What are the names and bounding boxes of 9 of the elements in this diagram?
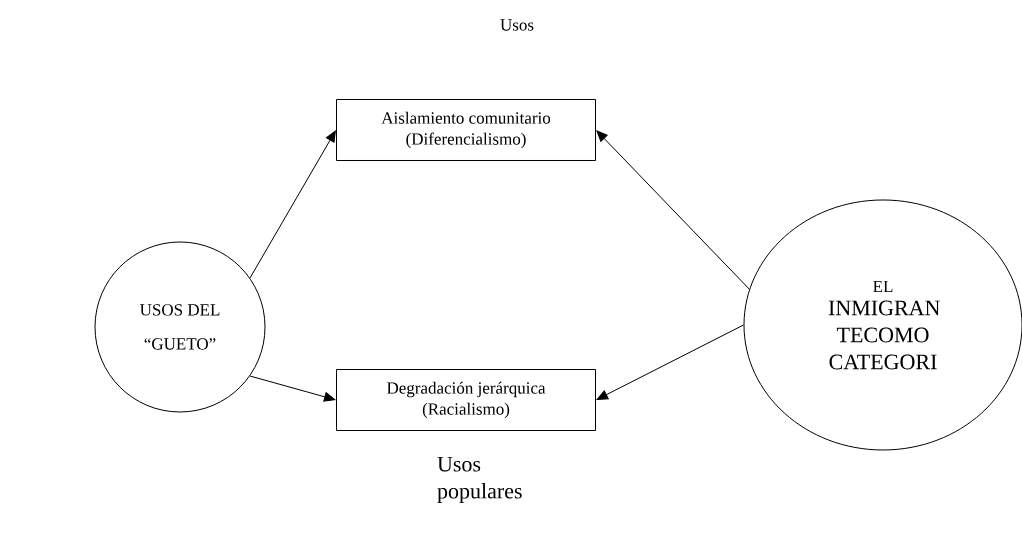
arrow xyxy=(596,324,744,400)
process-box: Aislamiento comunitario (Diferencialismo) xyxy=(336,99,596,161)
circle-node: USOS DEL “GUETO” xyxy=(94,241,266,413)
text-label: Usos xyxy=(500,19,534,31)
process-box: Degradación jerárquica (Racialismo) xyxy=(336,369,596,431)
arrow xyxy=(596,130,750,290)
arrow xyxy=(249,375,336,402)
text-label: Usos populares xyxy=(437,456,522,504)
arrow xyxy=(249,130,336,279)
